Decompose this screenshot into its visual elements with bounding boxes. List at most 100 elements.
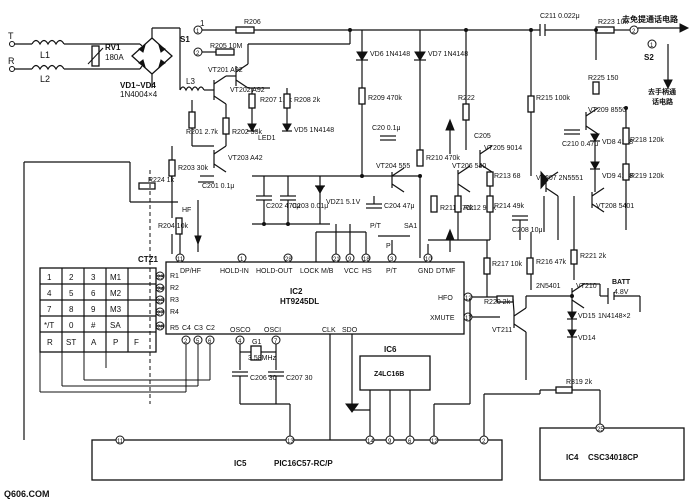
batt-value: 4.8V	[614, 289, 629, 296]
key-4[interactable]: 4	[47, 289, 52, 298]
ic5-pin-2: 2	[482, 439, 486, 445]
ic2-ht9245dl: IC2 HT9245DL DP/HF HOLD-IN HOLD-OUT LOCK…	[155, 224, 500, 345]
key-9[interactable]: 9	[91, 305, 96, 314]
ic2-pnum-21: 21	[333, 257, 340, 263]
s1-pin1: 1	[200, 19, 205, 28]
key-f[interactable]: F	[134, 338, 139, 347]
sa1-label: SA1	[404, 223, 417, 230]
diode-vd6	[356, 51, 368, 61]
r224-label: R224 1k	[148, 177, 175, 184]
ic2-pnum-2: 2	[184, 339, 188, 345]
key-3[interactable]: 3	[91, 273, 96, 282]
switch-s1-area: 1 1 2 S1 R206 R205 10M	[179, 19, 350, 90]
ic2-pnum-9: 9	[348, 257, 352, 263]
key-0[interactable]: 0	[69, 321, 74, 330]
transistor-vt211-area: R217 10k R220 2k VT211	[483, 257, 572, 380]
s2-label: S2	[644, 53, 654, 62]
resistor-r207	[248, 93, 256, 109]
ic2-pin-c4: C4	[182, 325, 191, 332]
r207-label: R207 1.2k	[260, 97, 292, 104]
vd9-label: VD9 4148	[602, 173, 633, 180]
r205-label: R205 10M	[210, 43, 242, 50]
keypad-ctz1: CTZ1 1 2 3 M1 4 5 6 M2 7 8 9 M3 */T 0 # …	[23, 161, 211, 440]
batt-label: BATT	[612, 279, 631, 286]
ic2-pnum-1: 1	[240, 257, 244, 263]
terminal-t-label: T	[8, 31, 14, 41]
key-5[interactable]: 5	[69, 289, 74, 298]
transistor-vt203-area: VT203 A42 R203 30k C201 0.1μ R204 10k R2…	[130, 134, 263, 252]
hf-label: HF	[182, 207, 191, 214]
key-8[interactable]: 8	[69, 305, 74, 314]
r206-label: R206	[244, 19, 261, 26]
ic5-pin-6: 6	[408, 439, 412, 445]
ic6-part: Z4LC16B	[374, 371, 404, 378]
ic2-pnum-25: 25	[157, 299, 164, 305]
vt211-label: VT211	[492, 327, 512, 334]
label-to-handsfree: 去免提通话电路	[622, 14, 679, 24]
ic5-pin-14: 14	[367, 439, 374, 445]
svg-text:1: 1	[196, 29, 200, 35]
svg-text:2: 2	[196, 51, 200, 57]
resistor-r217	[483, 257, 491, 275]
key-m1[interactable]: M1	[110, 273, 122, 282]
vd1415-value: 1N4148×2	[598, 313, 631, 320]
key-m3[interactable]: M3	[110, 305, 122, 314]
ic2-pnum-10: 10	[425, 257, 432, 263]
resistor-r213	[486, 171, 494, 187]
l3-label: L3	[186, 77, 195, 86]
key-a[interactable]: A	[91, 338, 97, 347]
diode-vd5	[282, 123, 292, 133]
r221-label: R221 2k	[580, 253, 607, 260]
ic6-memory: IC6 Z4LC16B	[329, 334, 431, 440]
vt207-label: VT207 2N5551	[536, 175, 583, 182]
resistor-r216	[526, 257, 534, 275]
r223-label: R223 10k	[598, 19, 628, 26]
line-input: T R L1 L2 RV1 180A VD1~VD4 1N4004×4	[8, 27, 180, 99]
resistor-r208	[283, 93, 291, 109]
ic2-pnum-24: 24	[157, 287, 164, 293]
key-1[interactable]: 1	[47, 273, 52, 282]
crystal-area: G1 3.58MHz C206 30 C207 30	[232, 339, 313, 392]
key-2[interactable]: 2	[69, 273, 74, 282]
key-hash[interactable]: #	[91, 321, 96, 330]
r210-label: R210 470k	[426, 155, 460, 162]
key-7[interactable]: 7	[47, 305, 52, 314]
vd5-label: VD5 1N4148	[294, 127, 334, 134]
key-6[interactable]: 6	[91, 289, 96, 298]
terminal-r-label: R	[8, 56, 15, 66]
resistor-r224	[138, 182, 156, 190]
key-sa[interactable]: SA	[110, 321, 121, 330]
vd6-label: VD6 1N4148	[370, 51, 410, 58]
r216-label: R216 47k	[536, 259, 566, 266]
ic2-pin-sdo: SDO	[342, 327, 358, 334]
label-to-handset-2: 话电路	[652, 97, 674, 106]
r213-label: R213 68	[494, 173, 521, 180]
ic2-pin-clk: CLK	[322, 327, 336, 334]
transistor-vt209-area: R225 150 VT209 8550 C210 0.47μ VD8 4148 …	[562, 30, 664, 230]
ic2-pin-hfo: HFO	[438, 295, 453, 302]
key-m2[interactable]: M2	[110, 289, 122, 298]
ic2-pin-c3: C3	[194, 325, 203, 332]
key-r[interactable]: R	[47, 338, 53, 347]
resistor-r210	[416, 149, 424, 167]
ic2-pnum-12: 12	[465, 296, 472, 302]
key-p[interactable]: P	[113, 338, 118, 347]
vt205-label: VT205 9014	[484, 145, 522, 152]
keypad-grid	[39, 267, 157, 353]
c204-label: C204 47μ	[384, 203, 415, 210]
r203-label: R203 30k	[178, 165, 208, 172]
ic2-pnum-18: 18	[363, 257, 370, 263]
ic2-pin-lock: LOCK M/B	[300, 268, 334, 275]
key-st[interactable]: ST	[66, 338, 76, 347]
ic2-pnum-26: 26	[157, 325, 164, 331]
ic4-name: IC4	[566, 453, 579, 462]
ic4-part: CSC34018CP	[588, 453, 639, 462]
vt208-label: VT208 5401	[596, 203, 634, 210]
inductor-l1-label: L1	[40, 50, 50, 60]
ic2-pnum-6: 6	[208, 339, 212, 345]
ic2-pin-osco: OSCO	[230, 327, 251, 334]
ic2-pin-r4: R4	[170, 309, 179, 316]
key-star-t[interactable]: */T	[44, 321, 54, 330]
vd14-label: VD14	[578, 335, 596, 342]
inductor-l2-label: L2	[40, 74, 50, 84]
